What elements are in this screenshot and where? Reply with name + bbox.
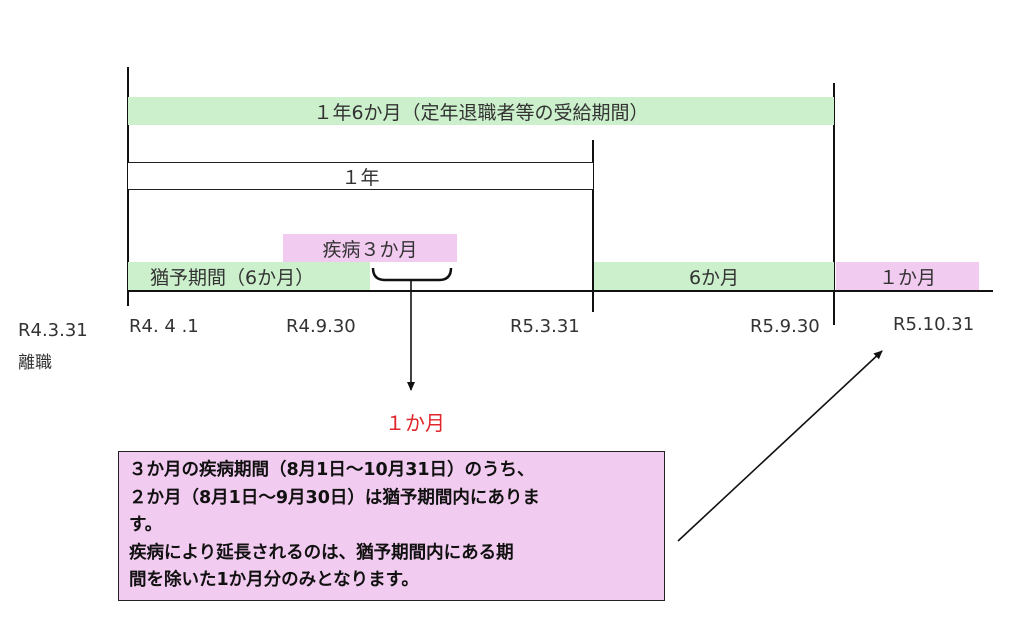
total-period-bar: １年6か月（定年退職者等の受給期間） — [128, 97, 834, 125]
one-year-bar: １年 — [128, 162, 593, 190]
note-line-5: 間を除いた1か月分のみとなります。 — [129, 570, 419, 590]
total-period-label: １年6か月（定年退職者等の受給期間） — [313, 101, 649, 124]
diagonal-arrow — [677, 350, 883, 542]
grace-period-bar: 猶予期間（6か月） — [128, 262, 370, 290]
date-r4-9-30: R4.9.30 — [286, 316, 356, 337]
grace-period-label: 猶予期間（6か月） — [150, 266, 315, 289]
date-r5-3-31: R5.3.31 — [510, 316, 580, 337]
note-line-1: ３か月の疾病期間（8月1日～10月31日）のうち、 — [129, 460, 535, 480]
one-month-red-label: １か月 — [385, 411, 445, 435]
six-months-label: 6か月 — [688, 266, 740, 289]
explanation-note: ３か月の疾病期間（8月1日～10月31日）のうち、 ２か月（8月1日～9月30日… — [118, 451, 665, 601]
retire-label: 離職 — [18, 353, 52, 373]
total-period-end-vertical-line — [833, 83, 835, 325]
one-month-bracket — [371, 267, 453, 282]
date-r5-9-30: R5.9.30 — [750, 316, 820, 337]
six-months-bar: 6か月 — [594, 262, 834, 290]
date-r4-4-1: R4. 4 .1 — [129, 316, 199, 337]
date-r5-10-31: R5.10.31 — [893, 314, 975, 335]
one-year-end-vertical-line — [592, 140, 594, 312]
retire-date: R4.3.31 — [18, 320, 88, 341]
note-line-3: す。 — [129, 515, 163, 535]
one-year-label: １年 — [341, 166, 380, 189]
one-month-extension-label: １か月 — [878, 266, 936, 289]
illness-label: 疾病３か月 — [322, 238, 418, 261]
note-line-2: ２か月（8月1日～9月30日）は猶予期間内にありま — [129, 487, 540, 508]
one-month-extension-bar: １か月 — [836, 262, 979, 290]
illness-bar: 疾病３か月 — [283, 234, 457, 262]
note-line-4: 疾病により延長されるのは、猶予期間内にある期 — [129, 542, 514, 563]
timeline-axis — [127, 290, 993, 292]
